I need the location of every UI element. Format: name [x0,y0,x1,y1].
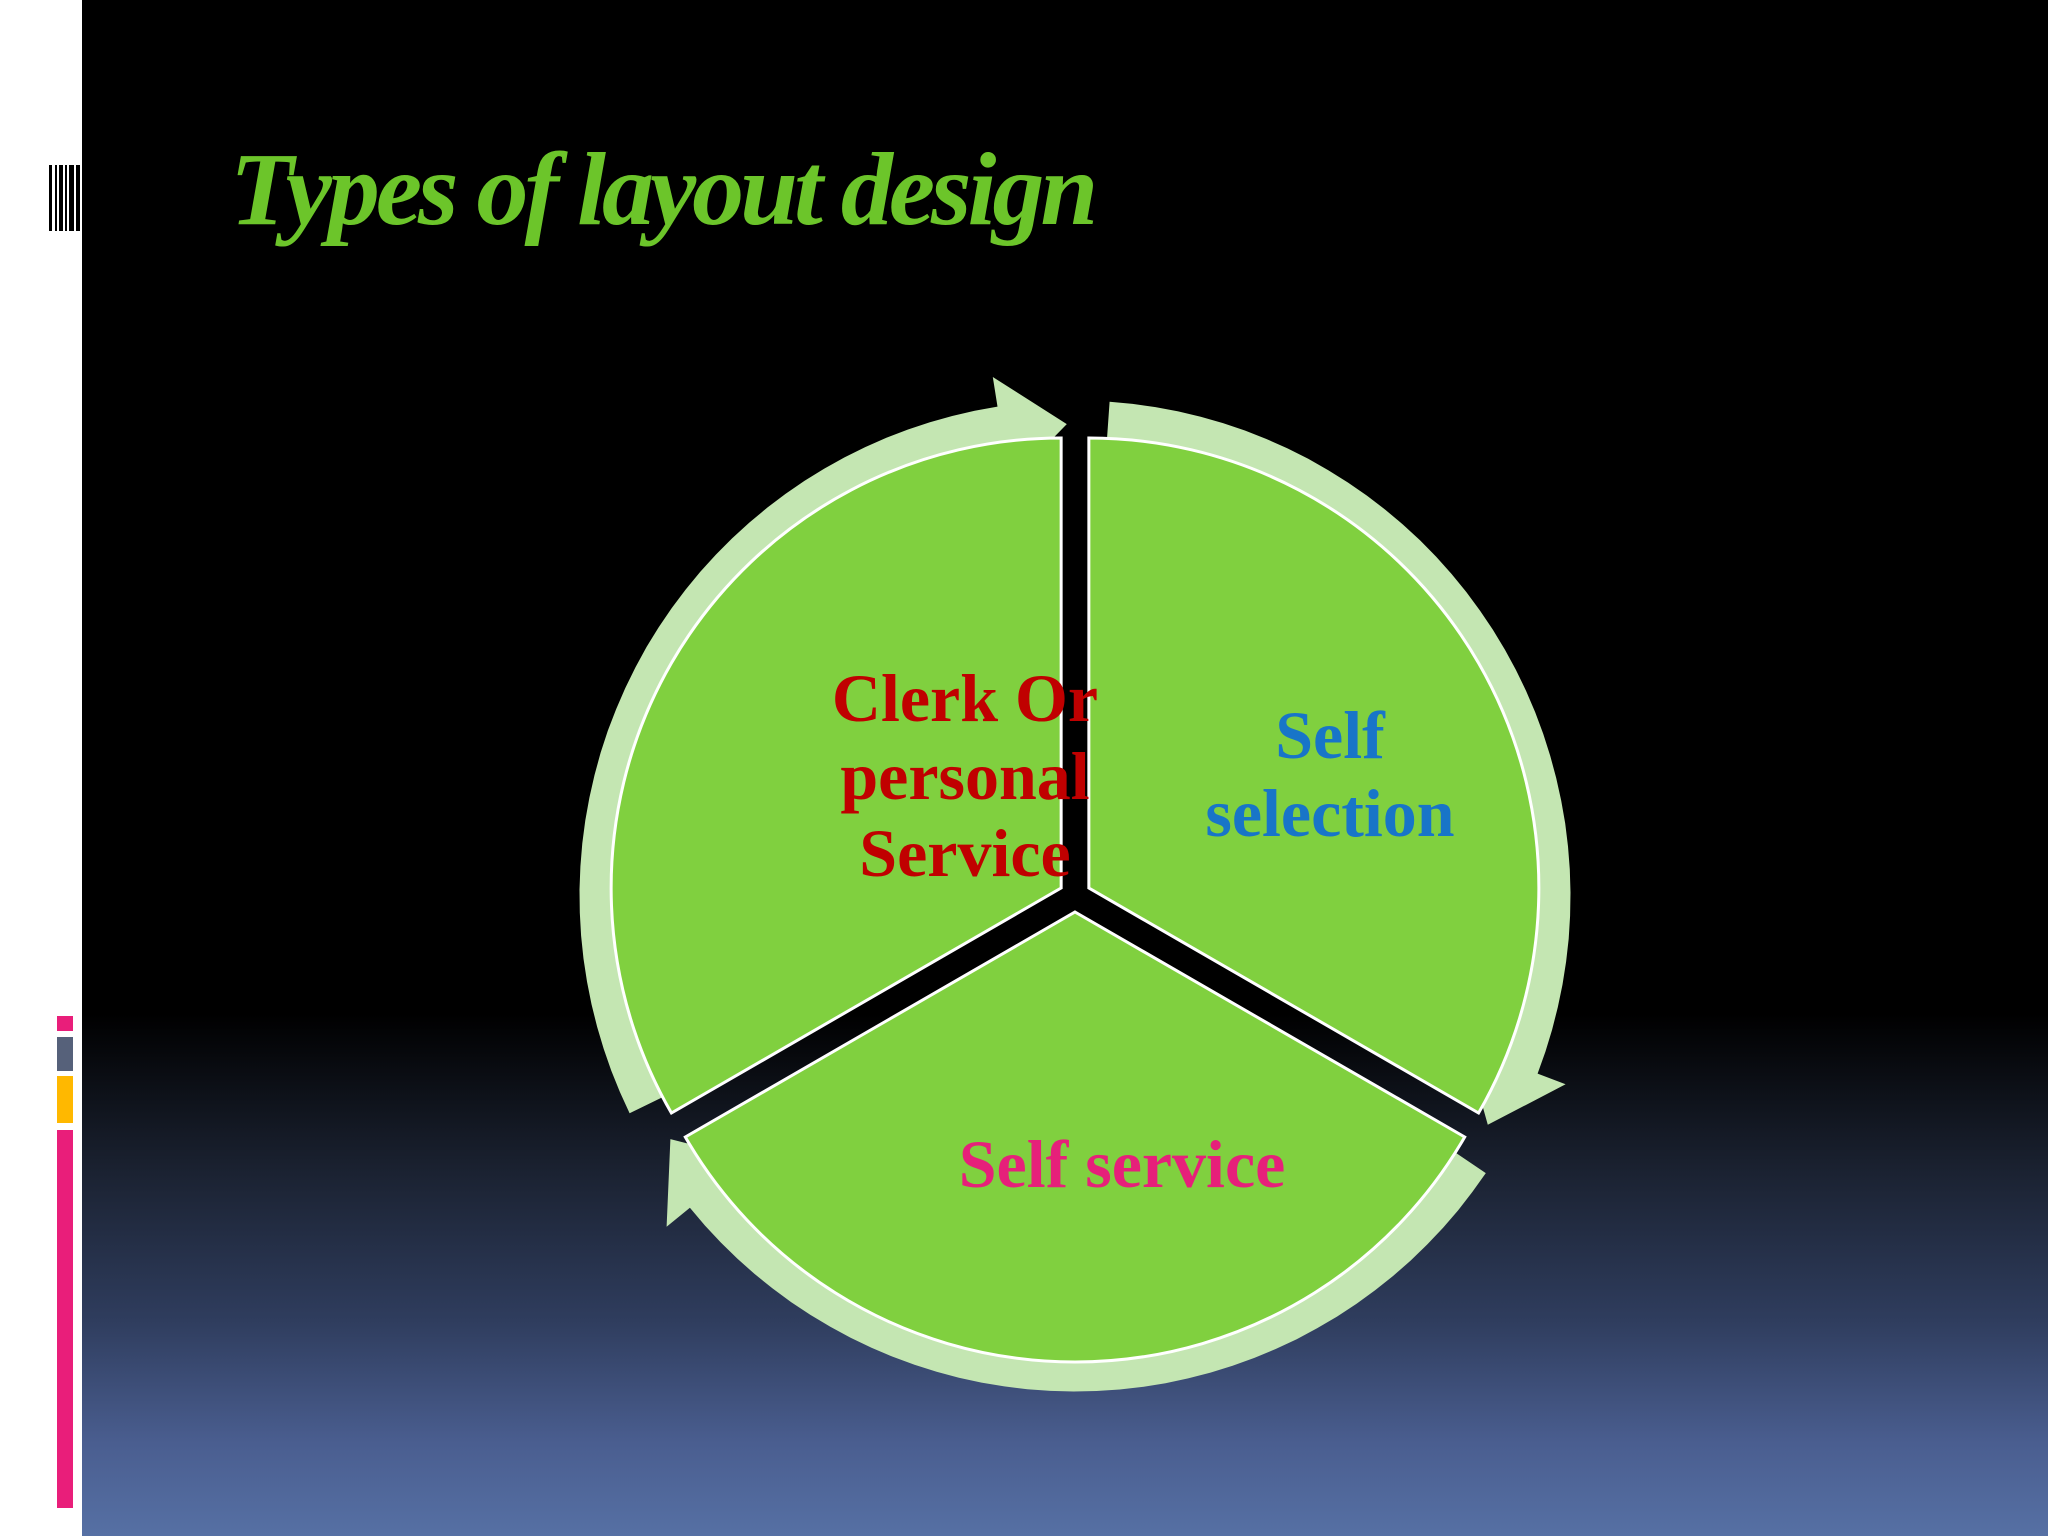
segment-label-line: personal [840,737,1090,814]
accent-bar-pink-top [57,1016,73,1031]
cycle-arrow-bottom [666,1139,1486,1392]
cycle-diagram [579,377,1571,1392]
cycle-sectors [609,436,1541,1364]
segment-label-line: selection [1205,774,1455,851]
segment-label-line: Service [859,815,1071,892]
accent-bar-gray [57,1037,73,1071]
slide: Types of layout design Clerk Or personal… [82,0,2048,1536]
sector-clerk-service [609,436,1063,1116]
barcode-bars [49,165,80,231]
sector-self-selection [1087,436,1541,1116]
accent-bar-pink-long [57,1130,73,1508]
segment-label-clerk-service: Clerk Or personal Service [702,660,1228,893]
segment-label-line: Self service [958,1126,1286,1202]
segment-label-line: Self [1275,697,1385,773]
slide-title: Types of layout design [230,132,1098,247]
accent-bar-orange [57,1076,73,1123]
segment-label-line: Clerk Or [831,660,1099,736]
segment-label-self-selection: Self selection [1100,697,1560,852]
segment-label-self-service: Self service [862,1126,1382,1204]
sector-self-service [683,910,1467,1364]
cycle-arrow-right [1106,401,1571,1125]
side-decoration [0,0,82,1536]
